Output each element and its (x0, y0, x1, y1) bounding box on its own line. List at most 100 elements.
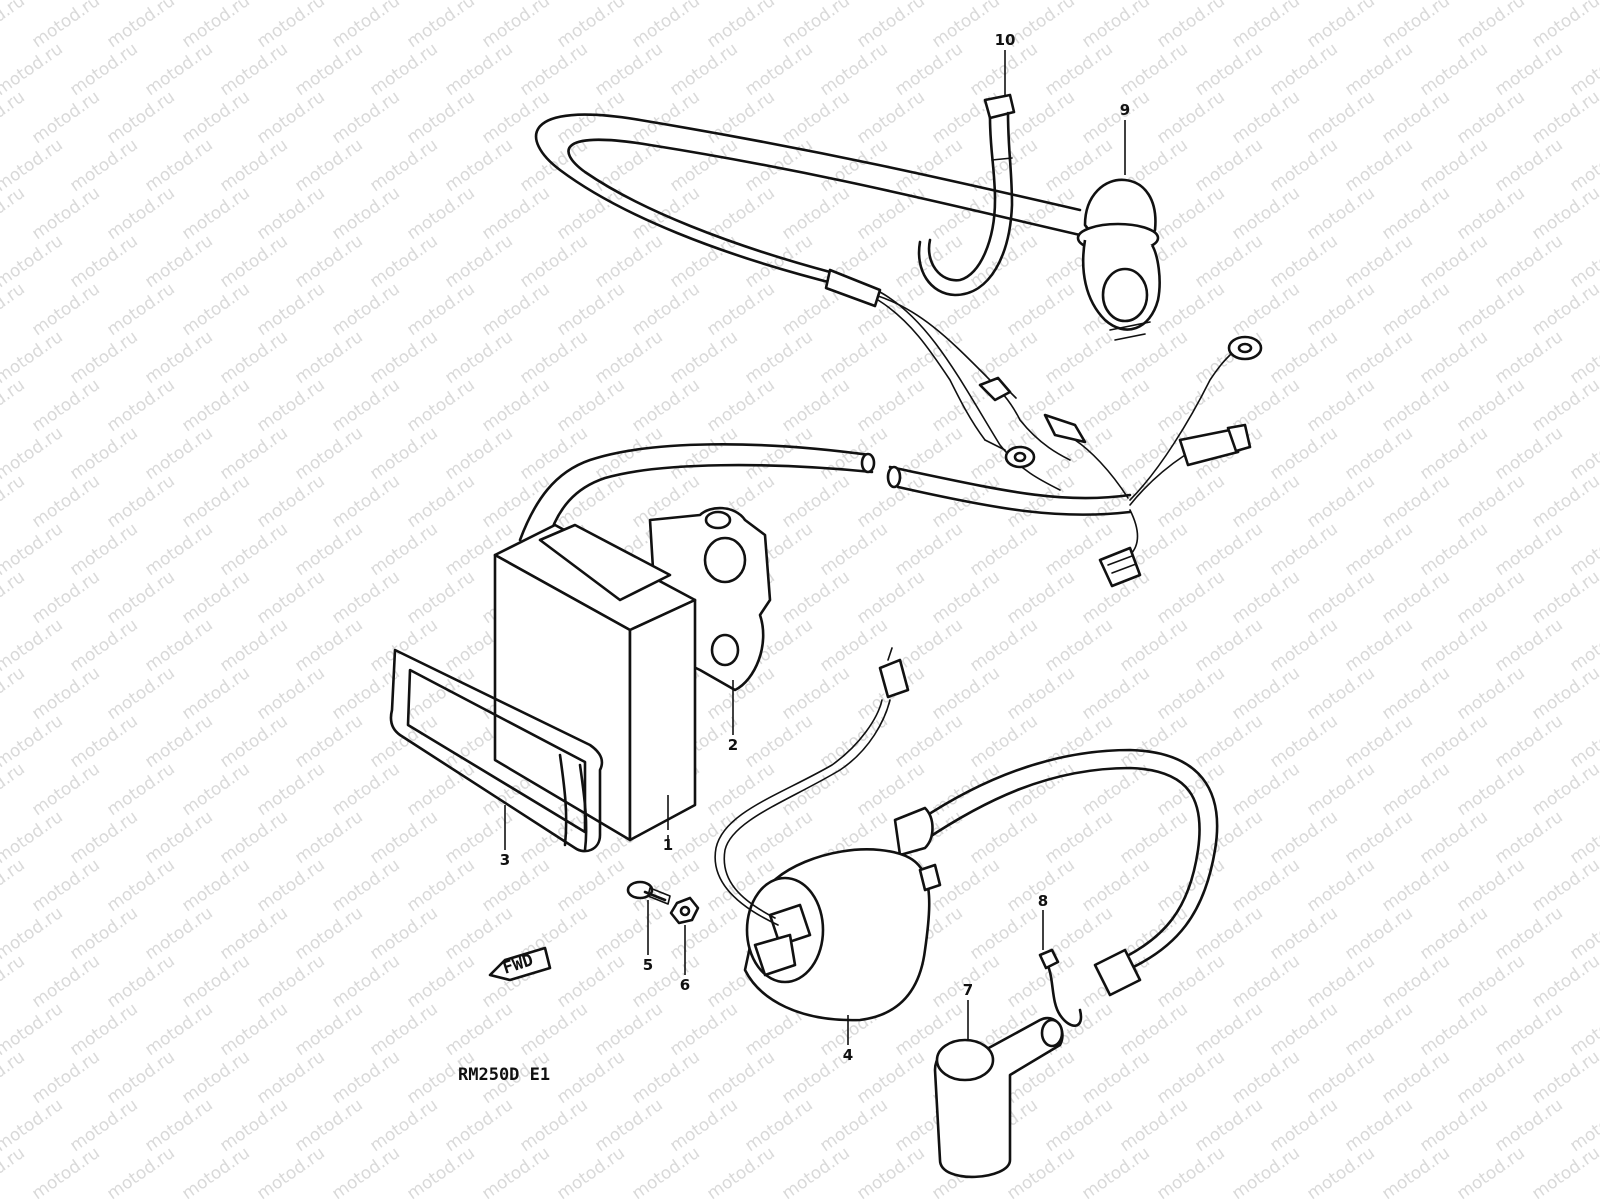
watermark-text: motod.ru (216, 903, 291, 964)
watermark-text: motod.ru (178, 855, 253, 916)
watermark-text: motod.ru (328, 951, 403, 1012)
watermark-text: motod.ru (1528, 855, 1600, 916)
watermark-text: motod.ru (403, 951, 478, 1012)
watermark-text: motod.ru (891, 135, 966, 196)
watermark-text: motod.ru (1266, 615, 1341, 676)
watermark-text: motod.ru (966, 903, 1041, 964)
watermark-text: motod.ru (178, 1143, 253, 1200)
watermark-text: motod.ru (478, 375, 553, 436)
watermark-text: motod.ru (628, 1047, 703, 1108)
watermark-text: motod.ru (178, 1047, 253, 1108)
watermark-text: motod.ru (366, 1095, 441, 1156)
watermark-text: motod.ru (778, 0, 853, 52)
watermark-text: motod.ru (253, 471, 328, 532)
watermark-text: motod.ru (741, 423, 816, 484)
watermark-text: motod.ru (1341, 327, 1416, 388)
watermark-text: motod.ru (216, 231, 291, 292)
watermark-text: motod.ru (666, 135, 741, 196)
watermark-text: motod.ru (291, 615, 366, 676)
watermark-text: motod.ru (1416, 39, 1491, 100)
watermark-text: motod.ru (0, 471, 29, 532)
watermark-text: motod.ru (1528, 567, 1600, 628)
watermark-text: motod.ru (816, 519, 891, 580)
watermark-text: motod.ru (1191, 807, 1266, 868)
watermark-text: motod.ru (1416, 327, 1491, 388)
watermark-text: motod.ru (328, 1143, 403, 1200)
watermark-text: motod.ru (178, 951, 253, 1012)
watermark-text: motod.ru (366, 423, 441, 484)
fwd-arrow: FWD (488, 946, 552, 982)
watermark-text: motod.ru (591, 1095, 666, 1156)
watermark-text: motod.ru (628, 87, 703, 148)
watermark-text: motod.ru (1491, 903, 1566, 964)
watermark-text: motod.ru (328, 279, 403, 340)
watermark-text: motod.ru (28, 951, 103, 1012)
ignition-coil-part-4 (714, 647, 1219, 1022)
watermark-text: motod.ru (1453, 951, 1528, 1012)
watermark-text: motod.ru (1491, 999, 1566, 1060)
watermark-text: motod.ru (103, 663, 178, 724)
watermark-text: motod.ru (366, 39, 441, 100)
watermark-text: motod.ru (1153, 567, 1228, 628)
watermark-text: motod.ru (1041, 327, 1116, 388)
watermark-text: motod.ru (66, 615, 141, 676)
watermark-text: motod.ru (1491, 1095, 1566, 1156)
watermark-text: motod.ru (516, 327, 591, 388)
watermark-text: motod.ru (141, 807, 216, 868)
watermark-text: motod.ru (328, 183, 403, 244)
watermark-text: motod.ru (1266, 711, 1341, 772)
watermark-text: motod.ru (553, 471, 628, 532)
watermark-text: motod.ru (253, 375, 328, 436)
watermark-text: motod.ru (366, 903, 441, 964)
watermark-text: motod.ru (1153, 951, 1228, 1012)
watermark-text: motod.ru (966, 807, 1041, 868)
watermark-text: motod.ru (1266, 135, 1341, 196)
watermark-text: motod.ru (1528, 663, 1600, 724)
watermark-text: motod.ru (1341, 999, 1416, 1060)
watermark-text: motod.ru (328, 1047, 403, 1108)
watermark-text: motod.ru (178, 471, 253, 532)
watermark-text: motod.ru (28, 375, 103, 436)
watermark-text: motod.ru (178, 663, 253, 724)
watermark-text: motod.ru (66, 135, 141, 196)
watermark-text: motod.ru (1191, 711, 1266, 772)
watermark-text: motod.ru (816, 39, 891, 100)
watermark-text: motod.ru (1303, 279, 1378, 340)
watermark-text: motod.ru (1266, 231, 1341, 292)
watermark-text: motod.ru (778, 1143, 853, 1200)
watermark-text: motod.ru (441, 903, 516, 964)
plug-cap-part-7 (933, 1016, 1064, 1179)
watermark-text: motod.ru (403, 471, 478, 532)
watermark-text: motod.ru (553, 0, 628, 52)
watermark-text: motod.ru (1341, 519, 1416, 580)
watermark-text: motod.ru (1378, 855, 1453, 916)
watermark-text: motod.ru (1528, 183, 1600, 244)
watermark-text: motod.ru (516, 39, 591, 100)
watermark-text: motod.ru (291, 711, 366, 772)
watermark-text: motod.ru (328, 855, 403, 916)
watermark-text: motod.ru (1416, 903, 1491, 964)
watermark-text: motod.ru (1041, 39, 1116, 100)
watermark-text: motod.ru (1228, 567, 1303, 628)
watermark-text: motod.ru (591, 999, 666, 1060)
watermark-text: motod.ru (1491, 135, 1566, 196)
watermark-text: motod.ru (853, 1047, 928, 1108)
watermark-text: motod.ru (741, 711, 816, 772)
watermark-text: motod.ru (1303, 471, 1378, 532)
watermark-text: motod.ru (1303, 663, 1378, 724)
watermark-text: motod.ru (366, 327, 441, 388)
watermark-text: motod.ru (1228, 1047, 1303, 1108)
watermark-text: motod.ru (1266, 423, 1341, 484)
watermark-text: motod.ru (216, 711, 291, 772)
watermark-text: motod.ru (1078, 375, 1153, 436)
watermark-text: motod.ru (1416, 615, 1491, 676)
watermark-text: motod.ru (1453, 471, 1528, 532)
watermark-text: motod.ru (1191, 903, 1266, 964)
watermark-text: motod.ru (891, 711, 966, 772)
watermark-text: motod.ru (1266, 807, 1341, 868)
watermark-text: motod.ru (1003, 759, 1078, 820)
watermark-text: motod.ru (328, 567, 403, 628)
watermark-text: motod.ru (1378, 759, 1453, 820)
watermark-text: motod.ru (103, 951, 178, 1012)
